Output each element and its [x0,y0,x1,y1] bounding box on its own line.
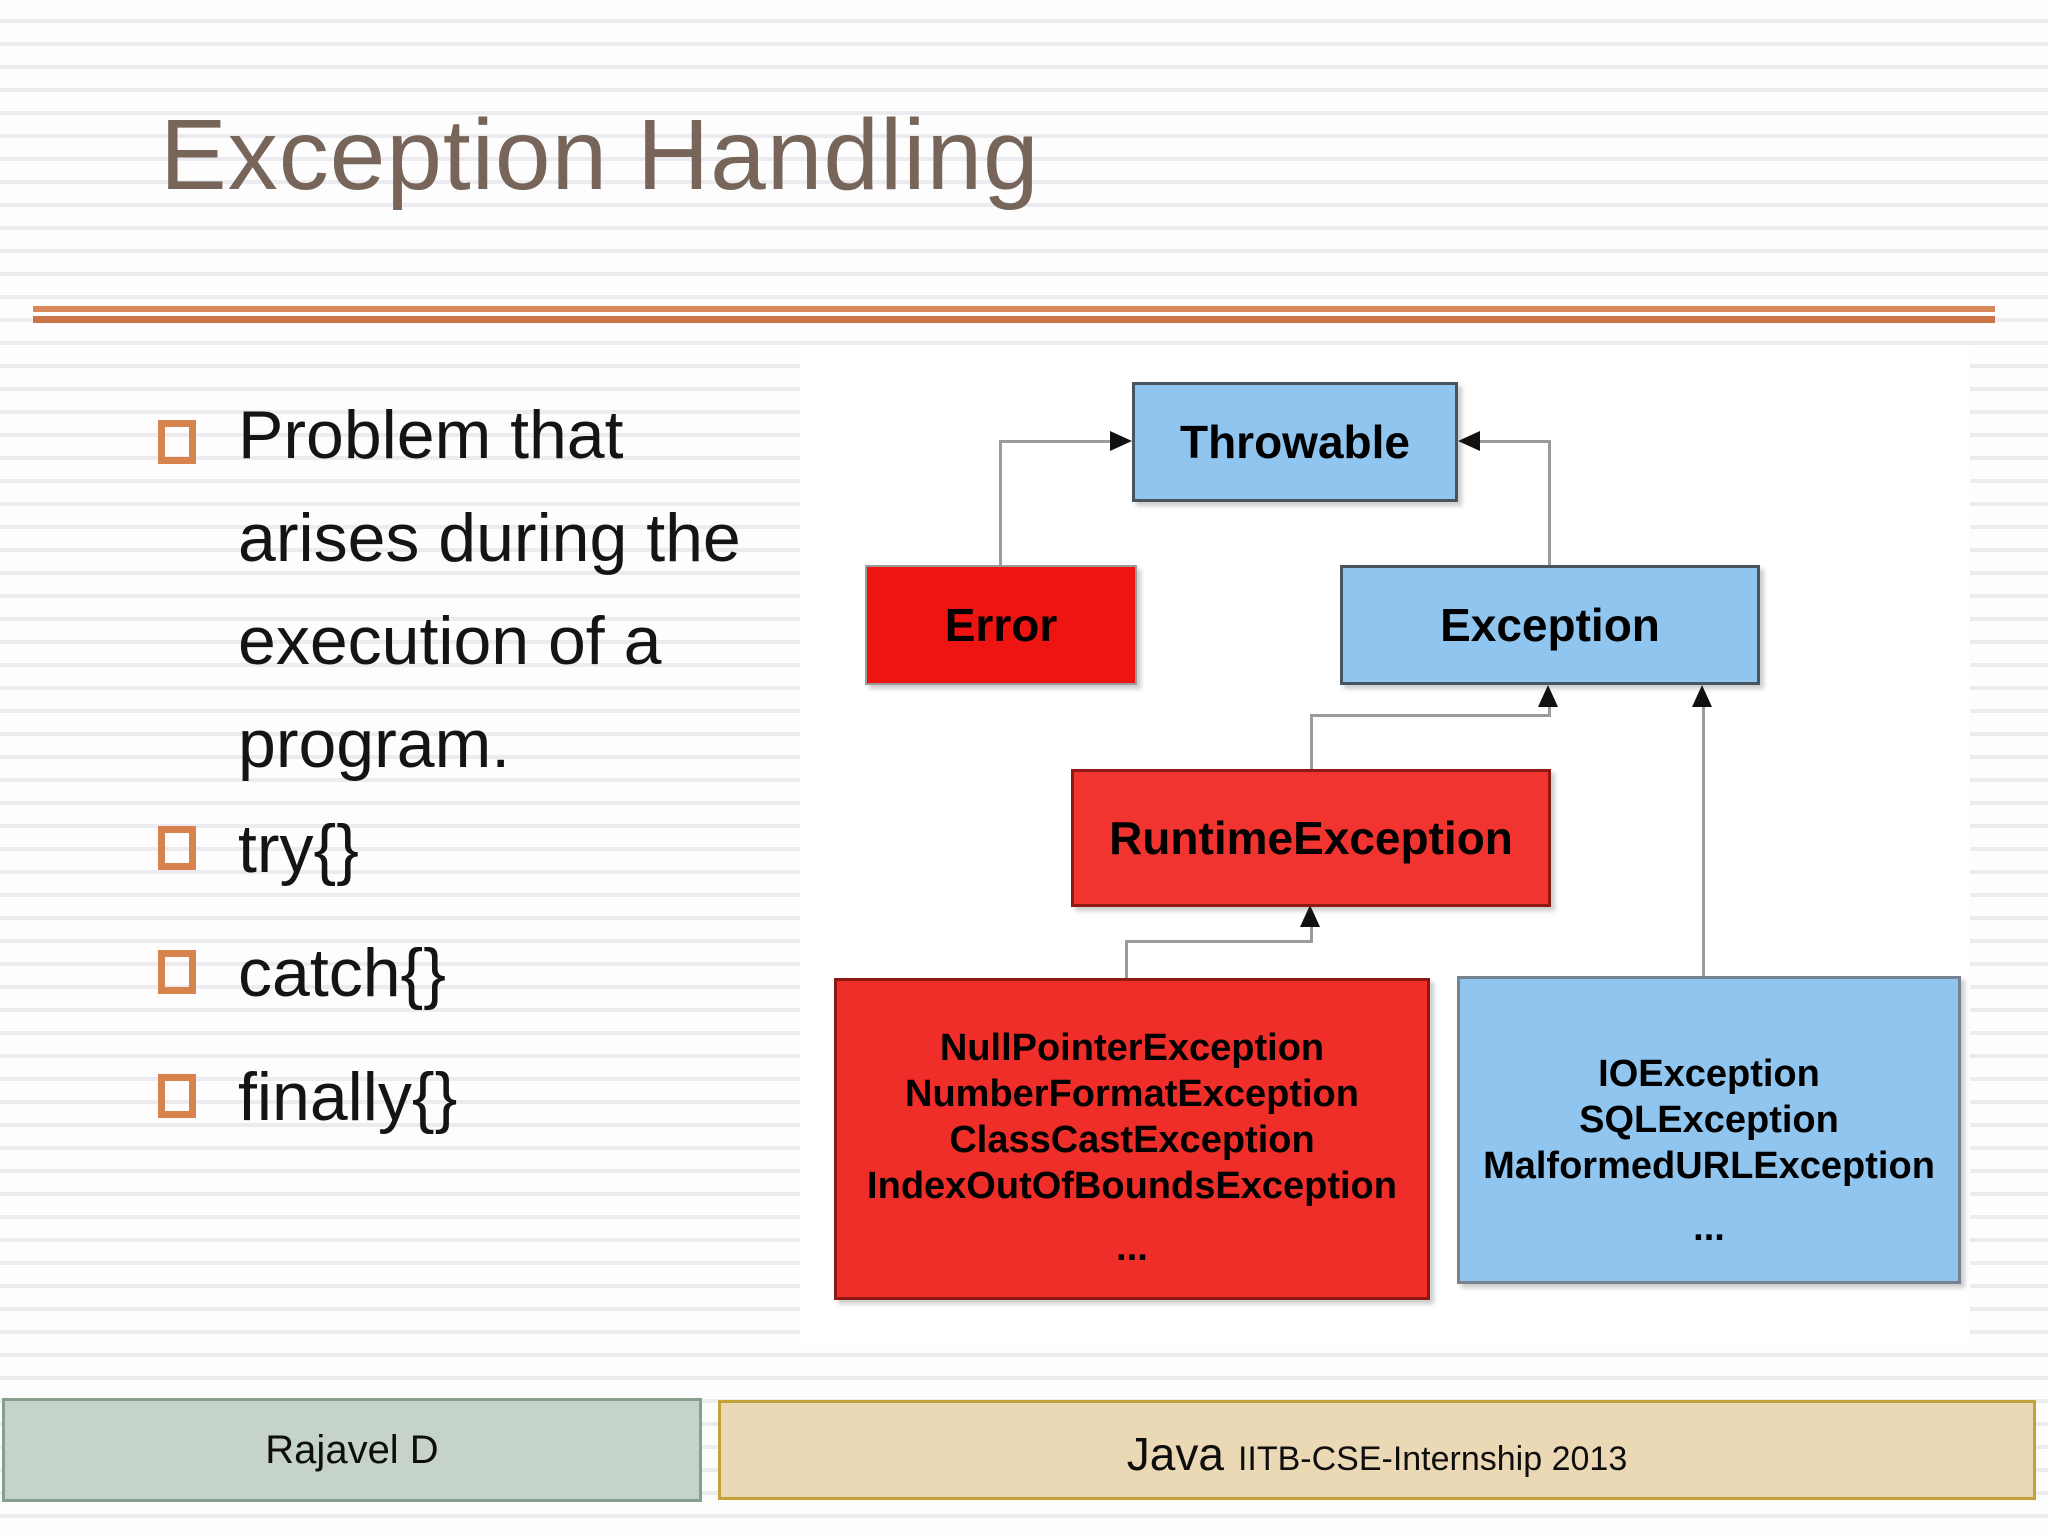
connector-subclasses-exception [1702,706,1705,976]
bullet-text-line: program. [238,706,511,782]
connector-runtime-exception [1310,714,1551,717]
footer-course: Java [1126,1428,1224,1480]
bullet-square-icon [158,1074,196,1118]
connector-exception-throwable [1548,440,1551,567]
subclass-label: MalformedURLException [1483,1145,1935,1187]
subclass-label: IndexOutOfBoundsException [867,1165,1397,1207]
title-separator-line-bottom [33,316,1995,323]
ellipsis-label: ... [1693,1207,1725,1249]
node-exception: Exception [1340,565,1760,685]
arrowhead-icon [1458,431,1480,451]
bullet-text-line: finally{} [238,1059,458,1135]
node-runtime-subclasses: NullPointerException NumberFormatExcepti… [834,978,1430,1300]
arrowhead-icon [1300,905,1320,927]
arrowhead-icon [1692,685,1712,707]
arrowhead-icon [1538,685,1558,707]
connector-exception-throwable [1480,440,1551,443]
ellipsis-label: ... [1116,1227,1148,1269]
node-checked-subclasses: IOException SQLException MalformedURLExc… [1457,976,1961,1284]
connector-error-throwable [999,440,1112,443]
subclass-label: IOException [1598,1053,1820,1095]
subclass-label: NullPointerException [939,1027,1325,1069]
bullet-text-line: execution of a [238,603,662,679]
subclass-label: NumberFormatException [905,1073,1359,1115]
bullet-text-line: arises during the [238,500,741,576]
node-throwable: Throwable [1132,382,1458,502]
connector-subclasses-runtime [1125,942,1128,980]
node-runtime-exception: RuntimeException [1071,769,1551,907]
connector-subclasses-runtime [1310,926,1313,943]
footer-author-box: Rajavel D [2,1398,702,1502]
subclass-label: ClassCastException [949,1119,1315,1161]
bullet-text-line: catch{} [238,935,446,1011]
footer-author: Rajavel D [265,1427,439,1472]
arrowhead-icon [1110,431,1132,451]
bullet-square-icon [158,950,196,994]
slide-title: Exception Handling [160,99,1040,211]
footer-course-box: Java IITB-CSE-Internship 2013 [718,1400,2036,1500]
node-error: Error [865,565,1137,685]
bullet-text-line: Problem that [238,397,624,473]
subclass-label: SQLException [1579,1099,1839,1141]
bullet-text-line: try{} [238,811,359,887]
connector-runtime-exception [1310,714,1313,771]
bullet-square-icon [158,420,196,464]
footer-course-detail: IITB-CSE-Internship 2013 [1237,1440,1628,1478]
title-separator-line-top [33,306,1995,312]
connector-error-throwable [999,440,1002,567]
connector-runtime-exception [1548,704,1551,717]
bullet-square-icon [158,826,196,870]
connector-subclasses-runtime [1125,940,1313,943]
